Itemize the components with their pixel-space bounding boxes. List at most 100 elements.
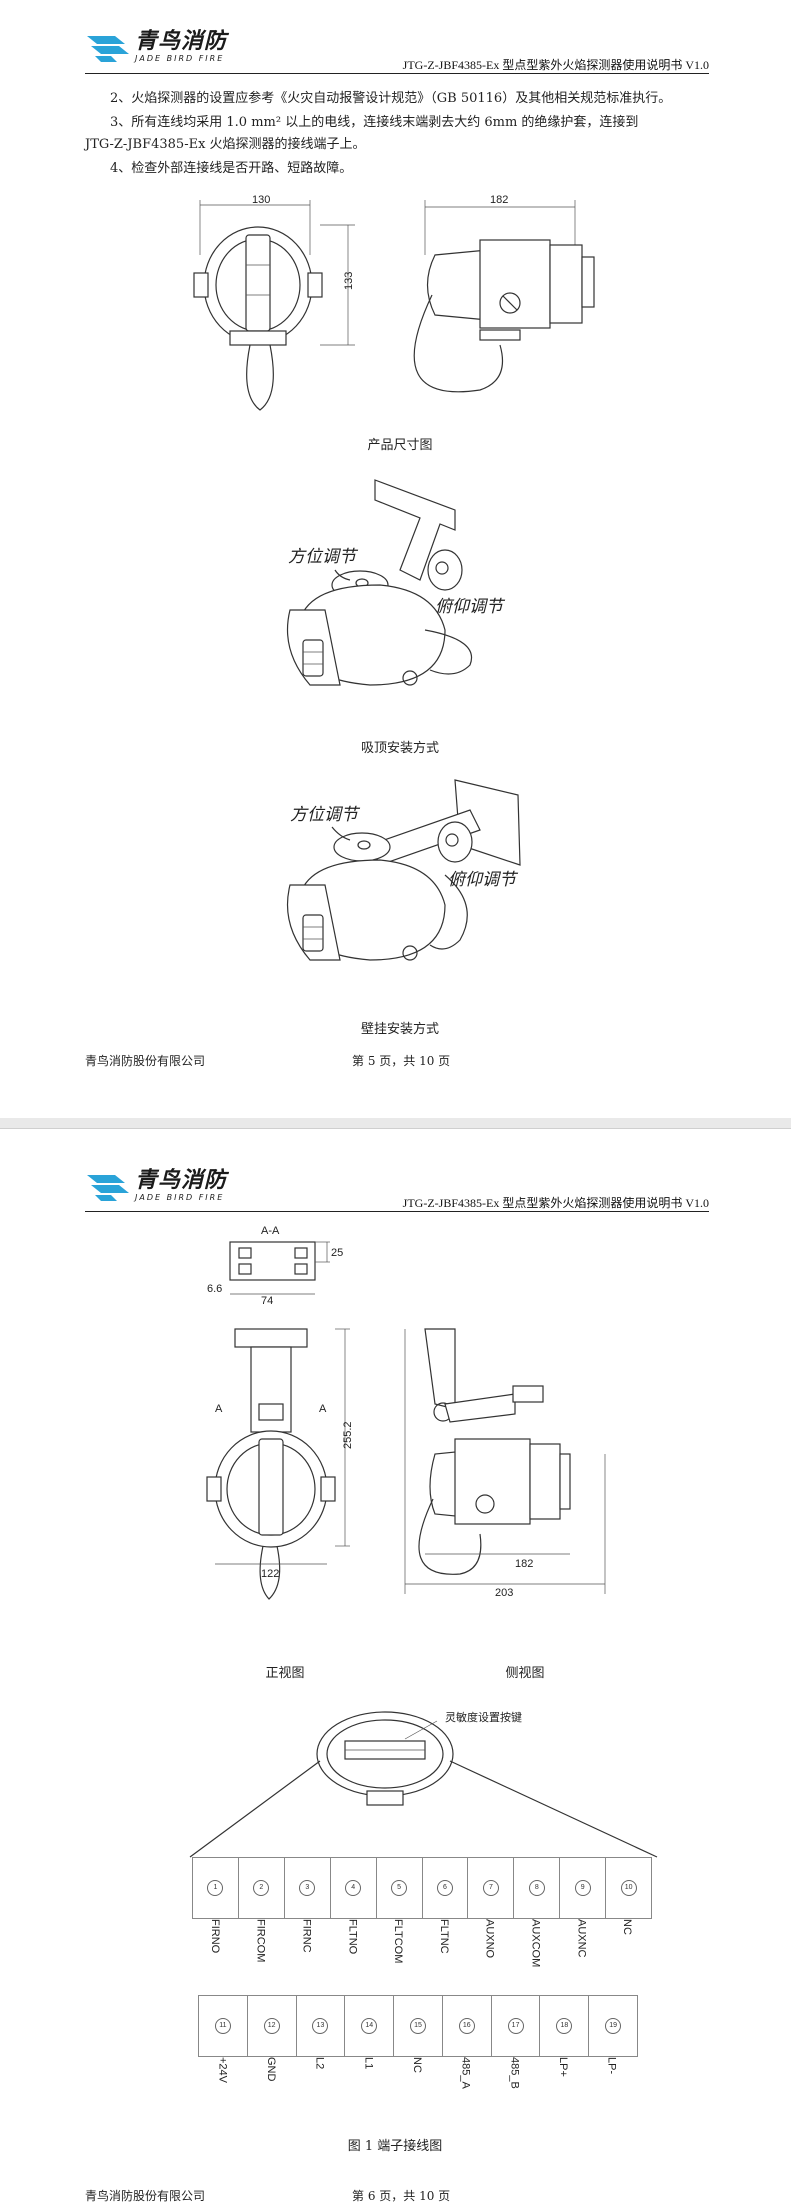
- label-azimuth-wall: 方位调节: [290, 805, 361, 825]
- brand-logo: 青鸟消防 JADE BIRD FIRE: [85, 1169, 227, 1203]
- terminal-label-cell: 485_B: [490, 2057, 539, 2147]
- terminal-label-cell: 485_A: [441, 2057, 490, 2147]
- dim-182: 182: [490, 194, 508, 206]
- terminal-label-cell: AUXNO: [467, 1919, 513, 2009]
- brand-name: 青鸟消防: [135, 1168, 228, 1193]
- terminal-cell: 6: [423, 1858, 469, 1918]
- dim-74: 74: [261, 1295, 273, 1307]
- terminal-cell: 5: [377, 1858, 423, 1918]
- terminal-number: 10: [620, 1880, 637, 1896]
- caption-wall: 壁挂安装方式: [360, 1022, 439, 1037]
- dim-130: 130: [252, 194, 270, 206]
- terminal-label: FLTCOM: [392, 1919, 405, 1964]
- bird-logo-icon: [87, 1175, 129, 1201]
- terminal-number: 3: [299, 1880, 316, 1896]
- terminal-cell: 8: [514, 1858, 561, 1918]
- dim-25: 25: [331, 1247, 343, 1259]
- caption-front-view: 正视图: [265, 1666, 305, 1681]
- terminal-label: LP-: [605, 2057, 618, 2075]
- terminal-number: 8: [528, 1880, 545, 1896]
- terminal-number: 1: [207, 1880, 224, 1896]
- terminal-label: FIRNC: [300, 1919, 313, 1953]
- mark-a-left: A: [215, 1403, 223, 1415]
- terminal-label: NC: [621, 1919, 634, 1935]
- terminal-number: 14: [361, 2018, 378, 2034]
- brand-logo: 青鸟消防 JADE BIRD FIRE: [85, 30, 227, 64]
- terminal-label: 485_B: [508, 2057, 521, 2089]
- terminal-number: 19: [605, 2018, 622, 2034]
- terminal-label: L2: [313, 2057, 326, 2070]
- dimension-drawing: 130 133 182: [193, 194, 595, 411]
- caption-side-view: 侧视图: [505, 1666, 545, 1681]
- terminal-cell: 15: [394, 1996, 443, 2056]
- caption-ceiling: 吸顶安装方式: [360, 741, 439, 756]
- terminal-label: AUXNC: [575, 1919, 588, 1958]
- terminal-number: 2: [253, 1880, 270, 1896]
- label-sensitivity-button: 灵敏度设置按键: [445, 1710, 522, 1724]
- terminal-label: 485_A: [459, 2057, 472, 2089]
- terminal-cell: 12: [248, 1996, 297, 2056]
- caption-terminal: 图 1 端子接线图: [347, 2139, 443, 2154]
- page-5: 青鸟消防 JADE BIRD FIRE JTG-Z-JBF4385-Ex 型点型…: [0, 29, 791, 1119]
- terminal-cell: 9: [560, 1858, 607, 1918]
- terminal-label: L1: [362, 2057, 375, 2070]
- ceiling-mount-drawing: 方位调节 俯仰调节: [287, 479, 506, 686]
- dim-6-6: 6.6: [207, 1283, 222, 1295]
- terminal-label: +24V: [216, 2057, 229, 2083]
- terminal-cell: 10: [606, 1858, 651, 1918]
- brand-subtitle: JADE BIRD FIRE: [135, 1193, 225, 1202]
- terminal-board-drawing: 灵敏度设置按键: [189, 1710, 658, 1858]
- terminal-cell: 16: [443, 1996, 492, 2056]
- terminal-label: AUXCOM: [529, 1919, 542, 1968]
- terminal-number: 7: [482, 1880, 499, 1896]
- terminal-number: 18: [556, 2018, 573, 2034]
- terminal-label-cell: LP+: [539, 2057, 588, 2147]
- terminal-label-cell: NC: [393, 2057, 442, 2147]
- terminal-label-cell: L1: [344, 2057, 393, 2147]
- terminal-label: NC: [411, 2057, 424, 2073]
- header-rule: [85, 73, 709, 74]
- terminal-label-cell: FLTNO: [329, 1919, 375, 2009]
- terminal-cell: 14: [345, 1996, 395, 2056]
- label-azimuth-ceiling: 方位调节: [288, 547, 359, 567]
- page-separator: [0, 1118, 791, 1129]
- label-pitch-ceiling: 俯仰调节: [435, 597, 506, 617]
- footer-page-number: 第 6 页，共 10 页: [352, 2189, 451, 2203]
- terminal-label: FIRNO: [208, 1919, 221, 1954]
- dim-182-p2: 182: [515, 1558, 533, 1570]
- terminal-cell: 4: [331, 1858, 377, 1918]
- brand-name: 青鸟消防: [135, 29, 228, 54]
- footer-company: 青鸟消防股份有限公司: [85, 2189, 206, 2203]
- terminal-cell: 1: [193, 1858, 239, 1918]
- section-aa-drawing: A-A 25 74 6.6: [207, 1225, 343, 1307]
- paragraph-3-line1: 3、所有连线均采用 1.0 mm² 以上的电线，连接线末端剥去大约 6mm 的绝…: [110, 115, 639, 130]
- terminal-number: 6: [436, 1880, 453, 1896]
- terminal-number: 12: [263, 2018, 280, 2034]
- header-rule: [85, 1211, 709, 1212]
- terminal-label: FIRCOM: [254, 1919, 267, 1963]
- dim-133: 133: [343, 272, 355, 290]
- terminal-cell: 17: [492, 1996, 541, 2056]
- terminal-number: 4: [345, 1880, 362, 1896]
- terminal-label-cell: FIRNC: [284, 1919, 330, 2009]
- terminal-cell: 18: [540, 1996, 590, 2056]
- terminal-label: GND: [265, 2057, 277, 2082]
- terminal-label-cell: AUXCOM: [513, 1919, 559, 2009]
- caption-dimensions: 产品尺寸图: [367, 438, 433, 453]
- doc-title: JTG-Z-JBF4385-Ex 型点型紫外火焰探测器使用说明书 V1.0: [402, 1196, 709, 1210]
- terminal-number: 11: [214, 2018, 231, 2034]
- terminal-label-cell: LP-: [587, 2057, 636, 2147]
- terminal-label: FLTNO: [346, 1919, 359, 1955]
- doc-title: JTG-Z-JBF4385-Ex 型点型紫外火焰探测器使用说明书 V1.0: [402, 58, 709, 72]
- paragraph-2: 2、火焰探测器的设置应参考《火灾自动报警设计规范》（GB 50116）及其他相关…: [110, 91, 672, 106]
- paragraph-4: 4、检查外部连接线是否开路、短路故障。: [110, 161, 353, 176]
- front-view-2: A A 255.2 122: [206, 1328, 354, 1600]
- terminal-label-cell: FIRCOM: [238, 1919, 284, 2009]
- paragraph-3-line2: JTG-Z-JBF4385-Ex 火焰探测器的接线端子上。: [85, 137, 366, 152]
- terminal-number: 9: [574, 1880, 591, 1896]
- wall-mount-drawing: 方位调节 俯仰调节: [287, 779, 521, 961]
- terminal-label-cell: FLTNC: [421, 1919, 467, 2009]
- terminal-number: 15: [410, 2018, 427, 2034]
